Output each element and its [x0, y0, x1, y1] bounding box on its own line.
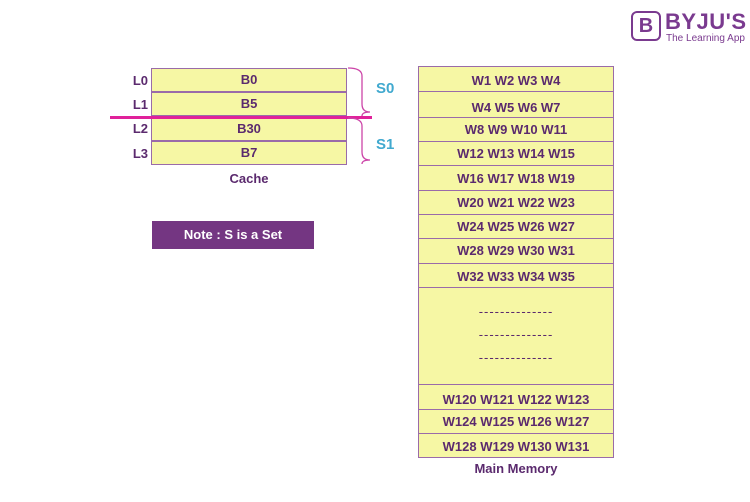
- memory-ellipsis: --------------: [478, 304, 554, 319]
- memory-row-divider: [419, 91, 613, 92]
- cache-line-label: L0: [132, 73, 148, 88]
- memory-row-divider: [419, 433, 613, 434]
- memory-row-divider: [419, 287, 613, 288]
- set-divider-line: [110, 116, 372, 119]
- memory-row-divider: [419, 409, 613, 410]
- cache-line-label: L2: [132, 121, 148, 136]
- memory-row-divider: [419, 141, 613, 142]
- note-box: Note : S is a Set: [152, 221, 314, 249]
- memory-row: W28 W29 W30 W31: [457, 243, 575, 258]
- cache-line-label: L3: [132, 146, 148, 161]
- memory-row: W1 W2 W3 W4: [471, 73, 561, 88]
- main-memory-block: W1 W2 W3 W4 W4 W5 W6 W7 W8 W9 W10 W11 W1…: [418, 66, 614, 458]
- cache-line-label: L1: [132, 97, 148, 112]
- memory-row: W20 W21 W22 W23: [457, 195, 575, 210]
- brand-name: BYJU'S: [665, 9, 747, 34]
- memory-row: W24 W25 W26 W27: [457, 219, 575, 234]
- memory-row: W120 W121 W122 W123: [442, 392, 590, 407]
- memory-ellipsis: --------------: [478, 327, 554, 342]
- memory-row: W8 W9 W10 W11: [464, 122, 568, 137]
- memory-row-divider: [419, 165, 613, 166]
- memory-row-divider: [419, 238, 613, 239]
- memory-row-divider: [419, 190, 613, 191]
- cache-caption: Cache: [229, 171, 269, 186]
- memory-row: W32 W33 W34 W35: [457, 269, 575, 284]
- memory-row-divider: [419, 117, 613, 118]
- set-label-s1: S1: [376, 136, 395, 153]
- brand-logo-icon: B: [631, 11, 661, 41]
- brand-logo: B BYJU'S The Learning App: [631, 9, 746, 49]
- memory-row: W128 W129 W130 W131: [442, 439, 590, 454]
- memory-row-divider: [419, 263, 613, 264]
- set-brace-s0: [347, 67, 371, 117]
- memory-row: W4 W5 W6 W7: [471, 100, 561, 115]
- set-braces: [347, 67, 371, 165]
- memory-ellipsis: --------------: [478, 350, 554, 365]
- memory-row-divider: [419, 214, 613, 215]
- cache-block: B30: [151, 117, 347, 141]
- set-brace-s1: [347, 117, 371, 165]
- memory-row-divider: [419, 384, 613, 385]
- cache-block: B5: [151, 92, 347, 116]
- cache-block: B0: [151, 68, 347, 92]
- set-label-s0: S0: [376, 80, 395, 97]
- memory-row: W124 W125 W126 W127: [442, 414, 590, 429]
- memory-row: W12 W13 W14 W15: [457, 146, 575, 161]
- memory-row: W16 W17 W18 W19: [457, 171, 575, 186]
- cache-block: B7: [151, 141, 347, 165]
- brand-tagline: The Learning App: [666, 33, 745, 44]
- main-memory-caption: Main Memory: [474, 461, 558, 476]
